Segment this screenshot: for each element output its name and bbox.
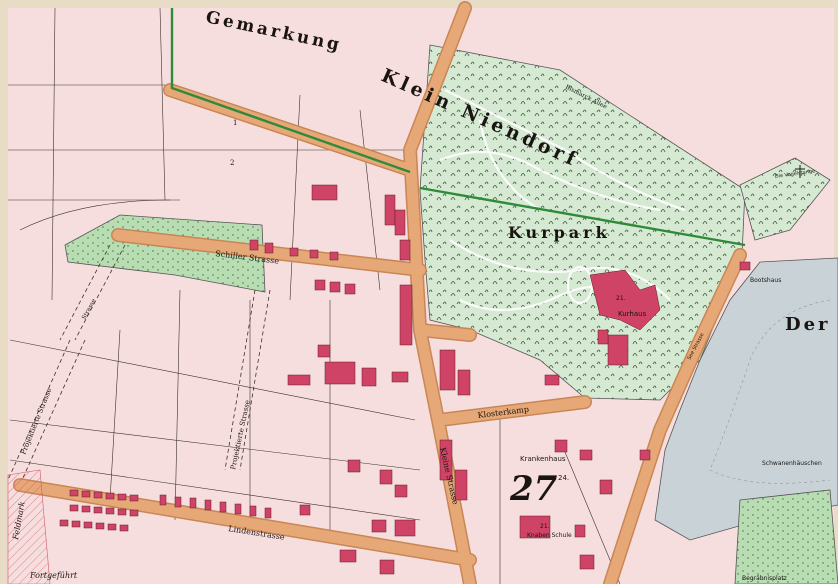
cross-icon (795, 165, 805, 178)
label-kurhaus: Kurhaus (618, 310, 647, 318)
cemetery-area (734, 489, 838, 584)
park-paths (439, 89, 686, 312)
label-block-number: 27 (509, 469, 558, 509)
label-krankenhaus: Krankenhaus (520, 455, 566, 463)
label-handwritten-bottom: Fortgeführt (29, 571, 78, 580)
label-parcel-1: 1 (233, 119, 237, 127)
label-der: Der (785, 314, 831, 335)
label-vogelstange: Die Vogelstange (774, 168, 815, 180)
label-schwanenhaeuschen: Schwanenhäuschen (762, 460, 822, 467)
label-parcel-2: 2 (230, 159, 234, 167)
label-kurhaus-num: 21. (616, 295, 626, 302)
label-knaben-schule: Knaben Schule (527, 532, 572, 539)
label-kurpark: Kurpark (508, 223, 611, 242)
hatched-area (7, 469, 51, 584)
label-bootshaus: Bootshaus (750, 277, 781, 284)
vogelstange-area (739, 157, 831, 241)
label-begraebnisplatz: Begräbnisplatz (742, 575, 787, 582)
buildings (59, 184, 751, 575)
boundary-line (170, 8, 746, 247)
label-block-sub: 24. (558, 474, 569, 482)
label-knaben-num: 21. (540, 523, 550, 530)
lake-contour (709, 299, 831, 484)
projected-streets (7, 244, 271, 481)
